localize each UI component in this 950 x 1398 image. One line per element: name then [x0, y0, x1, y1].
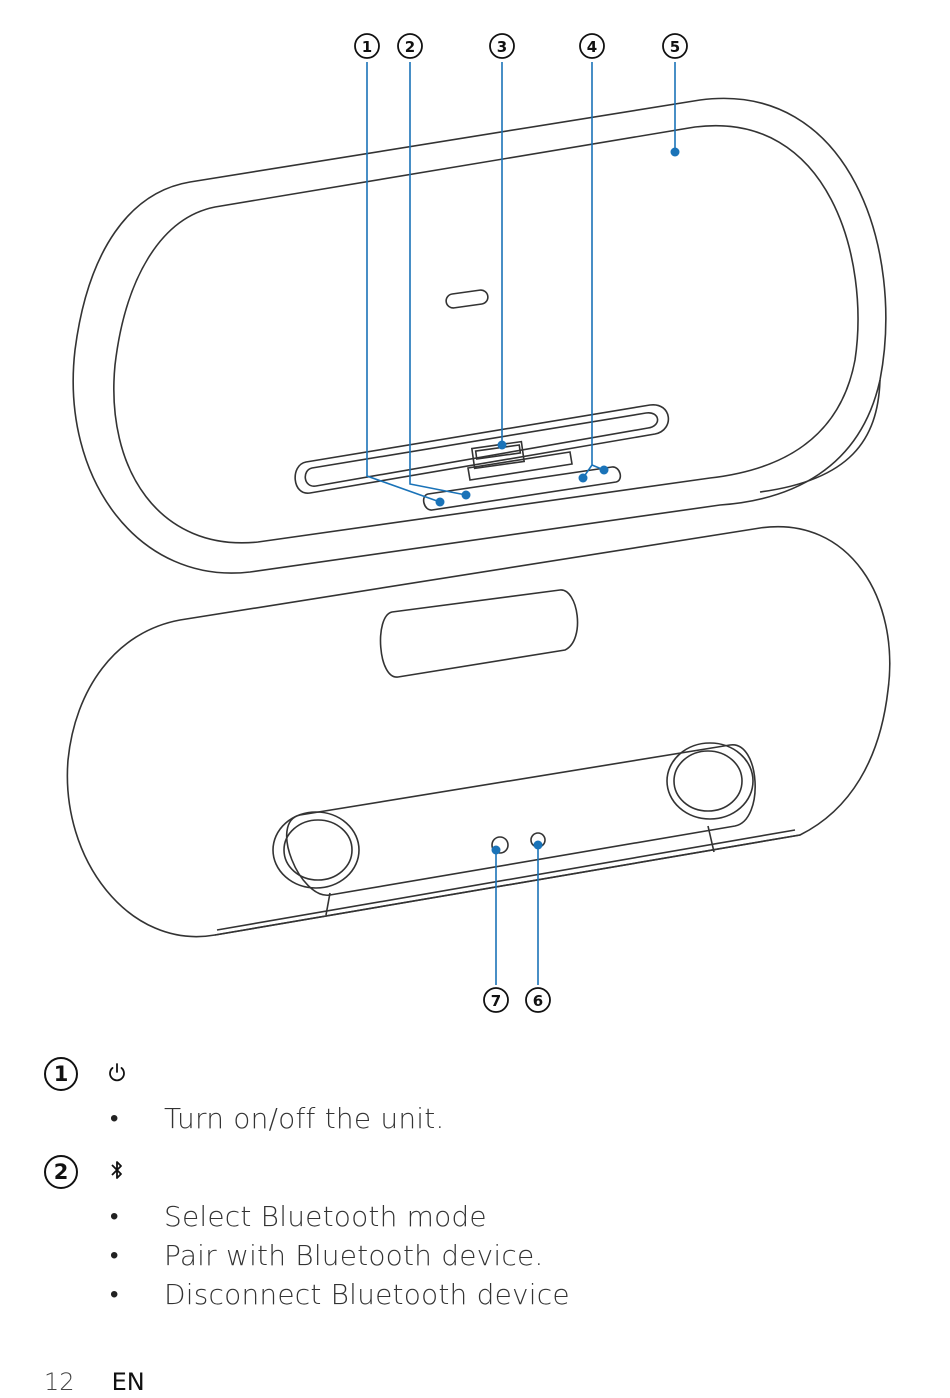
power-icon	[109, 1063, 125, 1082]
leader-dot-4b	[599, 465, 609, 475]
leader-line-2	[409, 62, 467, 496]
callout-circle-7	[483, 987, 509, 1013]
leader-dot-6	[533, 840, 543, 850]
page-footer: 12 EN	[44, 1368, 145, 1398]
bullet-text: Select Bluetooth mode	[164, 1200, 487, 1233]
leader-dot-7	[491, 845, 501, 855]
callout-circle-2	[397, 33, 423, 59]
carry-handle	[379, 589, 579, 678]
list-item: • Disconnect Bluetooth device	[44, 1275, 570, 1314]
dock-tray-inner	[304, 412, 659, 487]
page-number: 12	[44, 1368, 75, 1396]
rear-panel	[285, 744, 756, 896]
item-1-number: 1	[44, 1057, 78, 1091]
callout-circle-5	[662, 33, 688, 59]
leader-dot-5	[670, 147, 680, 157]
bullet-text: Pair with Bluetooth device.	[164, 1239, 544, 1272]
callout-circle-4	[579, 33, 605, 59]
leader-line-1	[366, 62, 441, 503]
item-2-header: 2	[44, 1155, 570, 1189]
callout-label-4: 4	[587, 38, 597, 56]
aux-in-jack	[491, 836, 509, 854]
top-unit-side-edge	[759, 379, 881, 493]
dock-connector	[470, 440, 526, 470]
bottom-unit-base-edge-2	[216, 829, 796, 931]
callout-circle-6	[525, 987, 551, 1013]
item-1-header: 1	[44, 1057, 445, 1091]
item-2-bullets: • Select Bluetooth mode • Pair with Blueto…	[44, 1197, 570, 1314]
list-item: • Turn on/off the unit.	[44, 1099, 445, 1138]
list-item: • Pair with Bluetooth device.	[44, 1236, 570, 1275]
top-unit-inner-shell	[113, 124, 859, 544]
bullet-text: Disconnect Bluetooth device	[164, 1278, 570, 1311]
list-item: • Select Bluetooth mode	[44, 1197, 570, 1236]
dock-connector-base	[467, 451, 573, 481]
language-code: EN	[111, 1368, 145, 1396]
item-2-number: 2	[44, 1155, 78, 1189]
leader-dot-1	[435, 497, 445, 507]
bass-port-right-inner	[673, 750, 743, 812]
bluetooth-icon	[111, 1161, 122, 1179]
bottom-unit-base-edge	[214, 834, 801, 936]
callout-label-1: 1	[362, 38, 372, 56]
callout-circle-3	[489, 33, 515, 59]
callout-label-3: 3	[497, 38, 507, 56]
bass-port-left-outer	[272, 811, 360, 889]
bullet-dot: •	[110, 1104, 119, 1132]
leader-dot-2	[461, 490, 471, 500]
callout-label-2: 2	[405, 38, 415, 56]
dock-tray	[294, 404, 670, 494]
item-1-bullets: • Turn on/off the unit.	[44, 1099, 445, 1138]
leader-dot-3	[497, 440, 507, 450]
product-diagram: 1 2 3 4 5 7 6	[66, 33, 891, 1013]
logo-slot	[445, 289, 489, 309]
item-1: 1 • Turn on/off the unit.	[44, 1057, 445, 1138]
bullet-dot: •	[110, 1202, 119, 1230]
foot-right	[707, 825, 715, 853]
bullet-dot: •	[110, 1280, 119, 1308]
bass-port-right-outer	[666, 742, 754, 820]
item-2: 2 • Select Bluetooth mode • Pair with Blue…	[44, 1155, 570, 1314]
top-unit-outer-shell	[72, 97, 887, 574]
bass-port-left-inner	[283, 819, 353, 881]
foot-left	[325, 892, 331, 916]
callout-circle-1	[354, 33, 380, 59]
callout-label-6: 6	[533, 992, 543, 1010]
callout-label-5: 5	[670, 38, 680, 56]
control-strip	[422, 466, 622, 511]
bullet-dot: •	[110, 1241, 119, 1269]
leader-dot-4a	[578, 473, 588, 483]
callout-label-7: 7	[491, 992, 501, 1010]
dock-connector-pins	[474, 444, 522, 460]
bottom-unit-outer-shell	[66, 525, 891, 938]
bullet-text: Turn on/off the unit.	[164, 1102, 445, 1135]
